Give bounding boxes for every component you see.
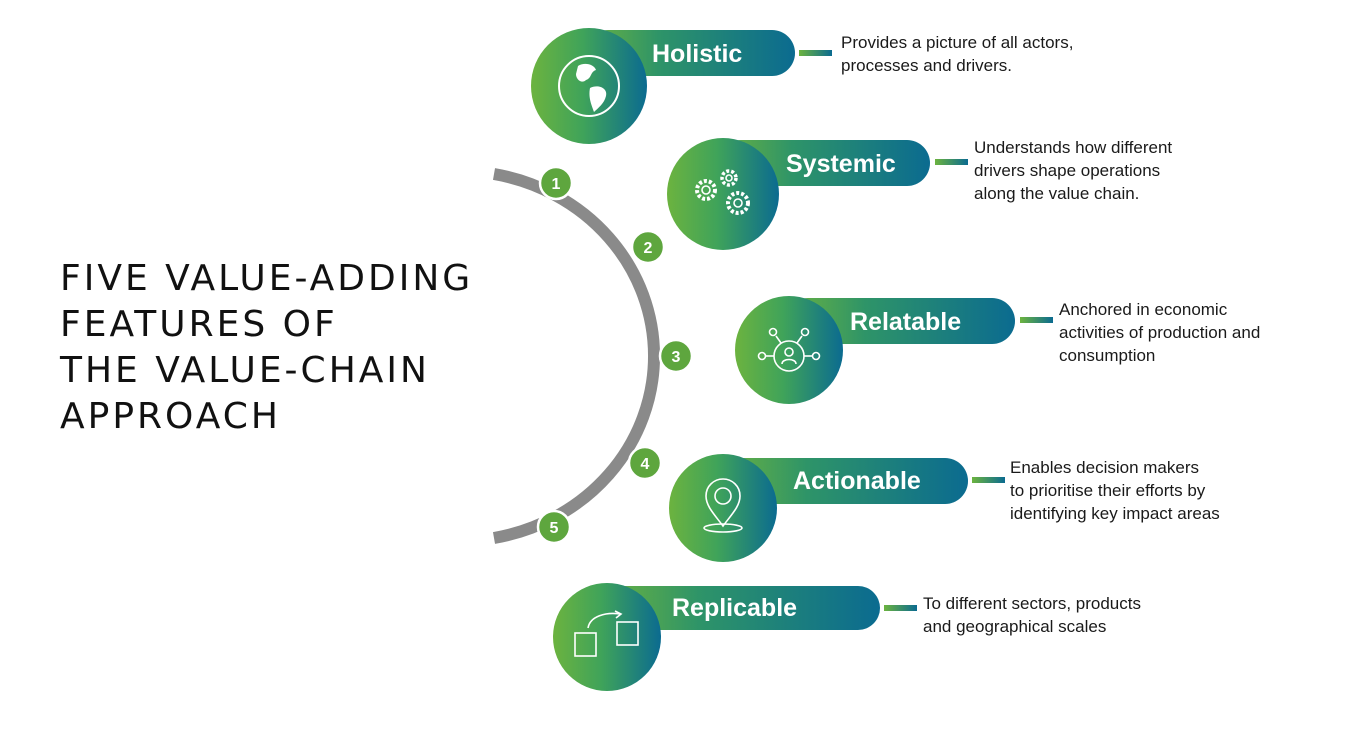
feature-description-actionable: Enables decision makers to prioritise th… — [1010, 456, 1220, 525]
feature-replicable: Replicable — [553, 583, 917, 691]
feature-holistic: Holistic — [531, 28, 832, 144]
feature-name: Systemic — [786, 150, 896, 178]
title-line-2: FEATURES OF — [60, 304, 338, 345]
network-person-icon — [757, 327, 821, 372]
feature-name: Replicable — [672, 594, 797, 622]
description-line: drivers shape operations — [974, 161, 1161, 180]
feature-description-systemic: Understands how different drivers shape … — [974, 136, 1172, 205]
connector-dash — [935, 159, 968, 165]
feature-systemic: Systemic — [667, 138, 968, 250]
description-line: consumption — [1059, 346, 1156, 365]
feature-circle — [667, 138, 779, 250]
description-line: Anchored in economic — [1059, 300, 1228, 319]
feature-description-holistic: Provides a picture of all actors, proces… — [841, 31, 1073, 77]
badge-number: 5 — [550, 520, 559, 537]
description-line: along the value chain. — [974, 184, 1140, 203]
page-title: FIVE VALUE-ADDING FEATURES OF THE VALUE-… — [60, 256, 530, 440]
feature-pill — [601, 586, 880, 630]
feature-circle — [531, 28, 647, 144]
gears-icon — [695, 169, 750, 215]
description-line: activities of production and — [1059, 323, 1261, 342]
title-line-4: APPROACH — [60, 396, 281, 437]
feature-circle — [735, 296, 843, 404]
feature-name: Relatable — [850, 308, 961, 336]
feature-description-replicable: To different sectors, products and geogr… — [923, 592, 1141, 638]
title-line-3: THE VALUE-CHAIN — [60, 350, 430, 391]
replicate-squares-icon — [574, 610, 639, 657]
number-badge-5: 5 — [536, 509, 572, 545]
badge-number: 1 — [552, 176, 561, 193]
badge-number: 3 — [672, 349, 681, 366]
badge-number: 2 — [644, 240, 653, 257]
feature-pill — [720, 458, 968, 504]
feature-name: Actionable — [793, 467, 921, 495]
title-line-1: FIVE VALUE-ADDING — [60, 258, 474, 299]
connector-dash — [1020, 317, 1053, 323]
feature-circle — [553, 583, 661, 691]
description-line: identifying key impact areas — [1010, 504, 1220, 523]
connecting-arc — [492, 168, 660, 544]
feature-pill — [785, 298, 1015, 344]
number-badge-3: 3 — [658, 338, 694, 374]
number-badge-1: 1 — [538, 165, 574, 201]
feature-description-relatable: Anchored in economic activities of produ… — [1059, 298, 1260, 367]
description-line: Provides a picture of all actors, — [841, 33, 1074, 52]
feature-name: Holistic — [652, 40, 742, 68]
globe-icon — [558, 55, 620, 117]
connector-dash — [884, 605, 917, 611]
description-line: to prioritise their efforts by — [1010, 481, 1206, 500]
number-badge-2: 2 — [630, 229, 666, 265]
description-line: Enables decision makers — [1010, 458, 1199, 477]
description-line: Understands how different — [974, 138, 1173, 157]
number-badge-4: 4 — [627, 445, 663, 481]
feature-circle — [669, 454, 777, 562]
description-line: To different sectors, products — [923, 594, 1141, 613]
connector-dash — [972, 477, 1005, 483]
connector-dash — [799, 50, 832, 56]
description-line: and geographical scales — [923, 617, 1107, 636]
feature-relatable: Relatable — [735, 296, 1053, 404]
description-line: processes and drivers. — [841, 56, 1013, 75]
badge-number: 4 — [641, 456, 650, 473]
feature-actionable: Actionable — [669, 454, 1005, 562]
location-pin-icon — [703, 478, 743, 533]
